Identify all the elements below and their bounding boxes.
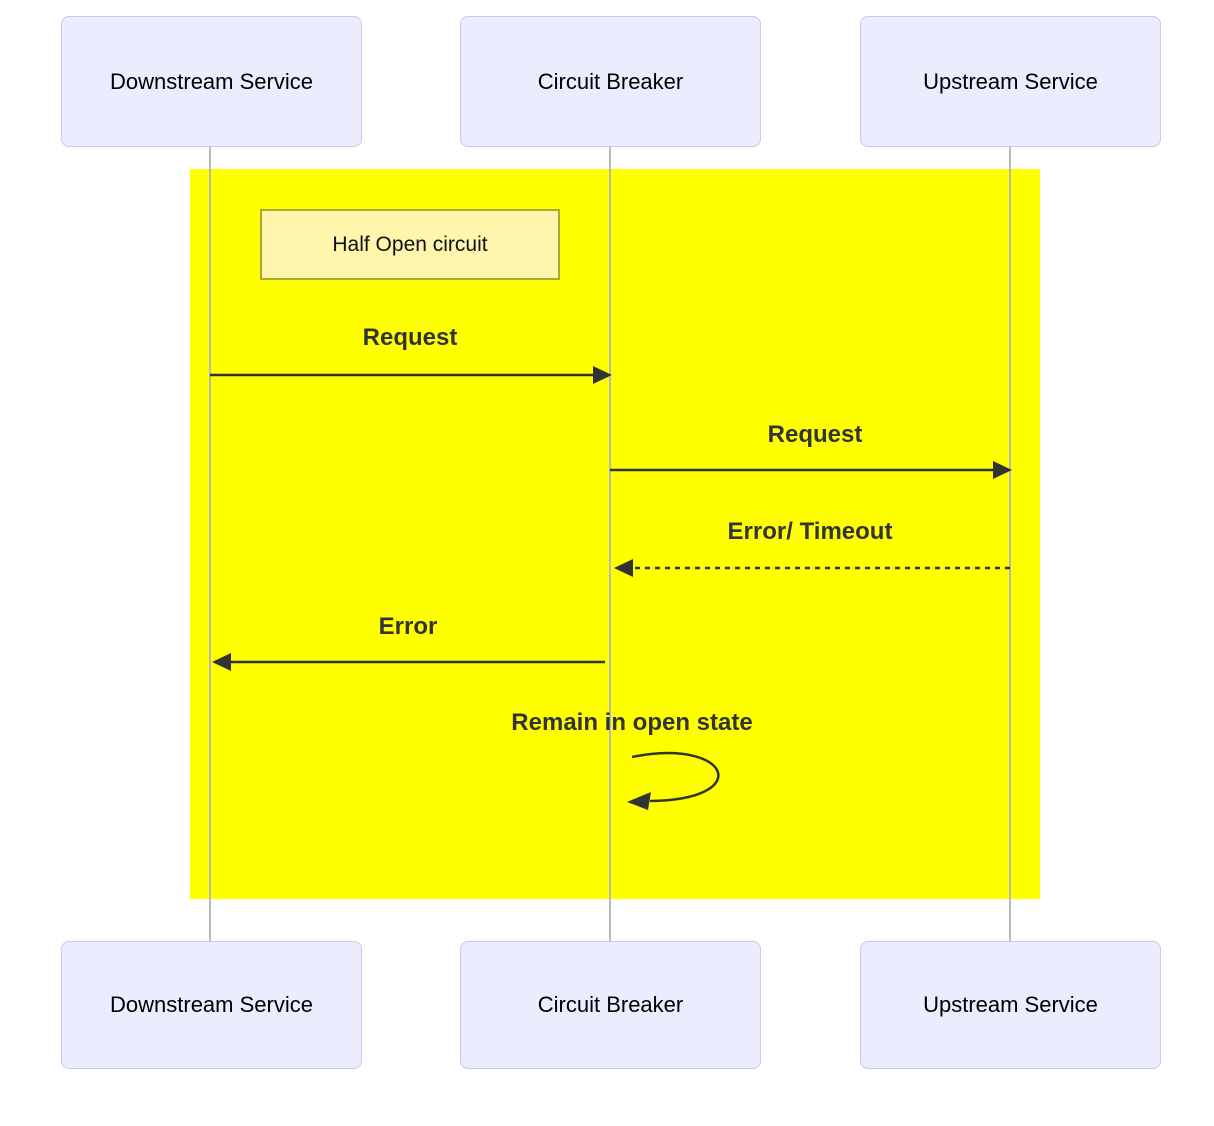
note-label: Half Open circuit <box>332 232 488 256</box>
message-label-error-timeout: Error/ Timeout <box>727 518 893 545</box>
actor-label: Downstream Service <box>110 992 313 1017</box>
message-label-remain-open: Remain in open state <box>511 709 753 736</box>
actor-top-upstream: Upstream Service <box>860 16 1161 147</box>
actor-bottom-circuit-breaker: Circuit Breaker <box>460 941 761 1069</box>
note-half-open-circuit: Half Open circuit <box>260 209 560 280</box>
highlight-region <box>190 169 1040 899</box>
actor-label: Circuit Breaker <box>537 68 684 94</box>
actor-label: Circuit Breaker <box>537 992 684 1017</box>
actor-label: Upstream Service <box>923 992 1098 1017</box>
message-label-error: Error <box>378 613 438 640</box>
actor-bottom-downstream: Downstream Service <box>61 941 362 1069</box>
message-label-request-1: Request <box>362 324 458 351</box>
actor-top-circuit-breaker: Circuit Breaker <box>460 16 761 147</box>
actor-label: Upstream Service <box>923 68 1098 94</box>
actor-bottom-upstream: Upstream Service <box>860 941 1161 1069</box>
message-label-request-2: Request <box>767 421 863 448</box>
actor-label: Downstream Service <box>110 68 313 94</box>
actor-top-downstream: Downstream Service <box>61 16 362 147</box>
